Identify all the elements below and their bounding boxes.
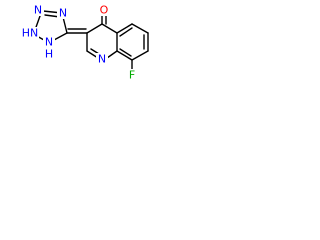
atom-nh-tetrazole-label: N xyxy=(45,36,53,49)
atom-n-tetrazole-right-label: N xyxy=(59,7,67,20)
bond-n1-c8a xyxy=(106,50,118,59)
bond-tz-n4-c5 xyxy=(53,32,68,41)
bond-c5-c6 xyxy=(131,23,149,34)
atom-nh-tetrazole: N H xyxy=(43,36,55,61)
bond-c3-c4 xyxy=(86,23,103,34)
bond-c4a-c5 xyxy=(116,23,133,34)
bond-c8-c8a xyxy=(116,50,133,61)
bond-c8-c8a-double xyxy=(119,48,132,57)
bond-c7-c8 xyxy=(131,50,149,61)
atom-hn-tetrazole: HN xyxy=(21,27,39,40)
atom-n-quinoline: N xyxy=(96,53,108,66)
atom-n-tetrazole-top-label: N xyxy=(34,4,42,17)
atom-n-quinoline-label: N xyxy=(98,53,106,66)
atom-nh-tetrazole-h-label: H xyxy=(45,48,53,61)
atom-labels: O N F N N HN N H xyxy=(21,4,138,82)
atom-f: F xyxy=(126,69,138,82)
atom-n-tetrazole-right: N xyxy=(57,7,69,20)
atom-f-label: F xyxy=(129,69,135,82)
atom-o-keto-label: O xyxy=(100,4,109,17)
atom-o-keto: O xyxy=(98,4,110,17)
molecule-structure: O N F N N HN N H xyxy=(21,4,149,82)
bond-c4a-c5-double xyxy=(119,27,133,37)
atom-hn-tetrazole-label: HN xyxy=(22,27,39,40)
bond-c4-c4a xyxy=(101,23,118,34)
atom-n-tetrazole-top: N xyxy=(32,4,44,17)
